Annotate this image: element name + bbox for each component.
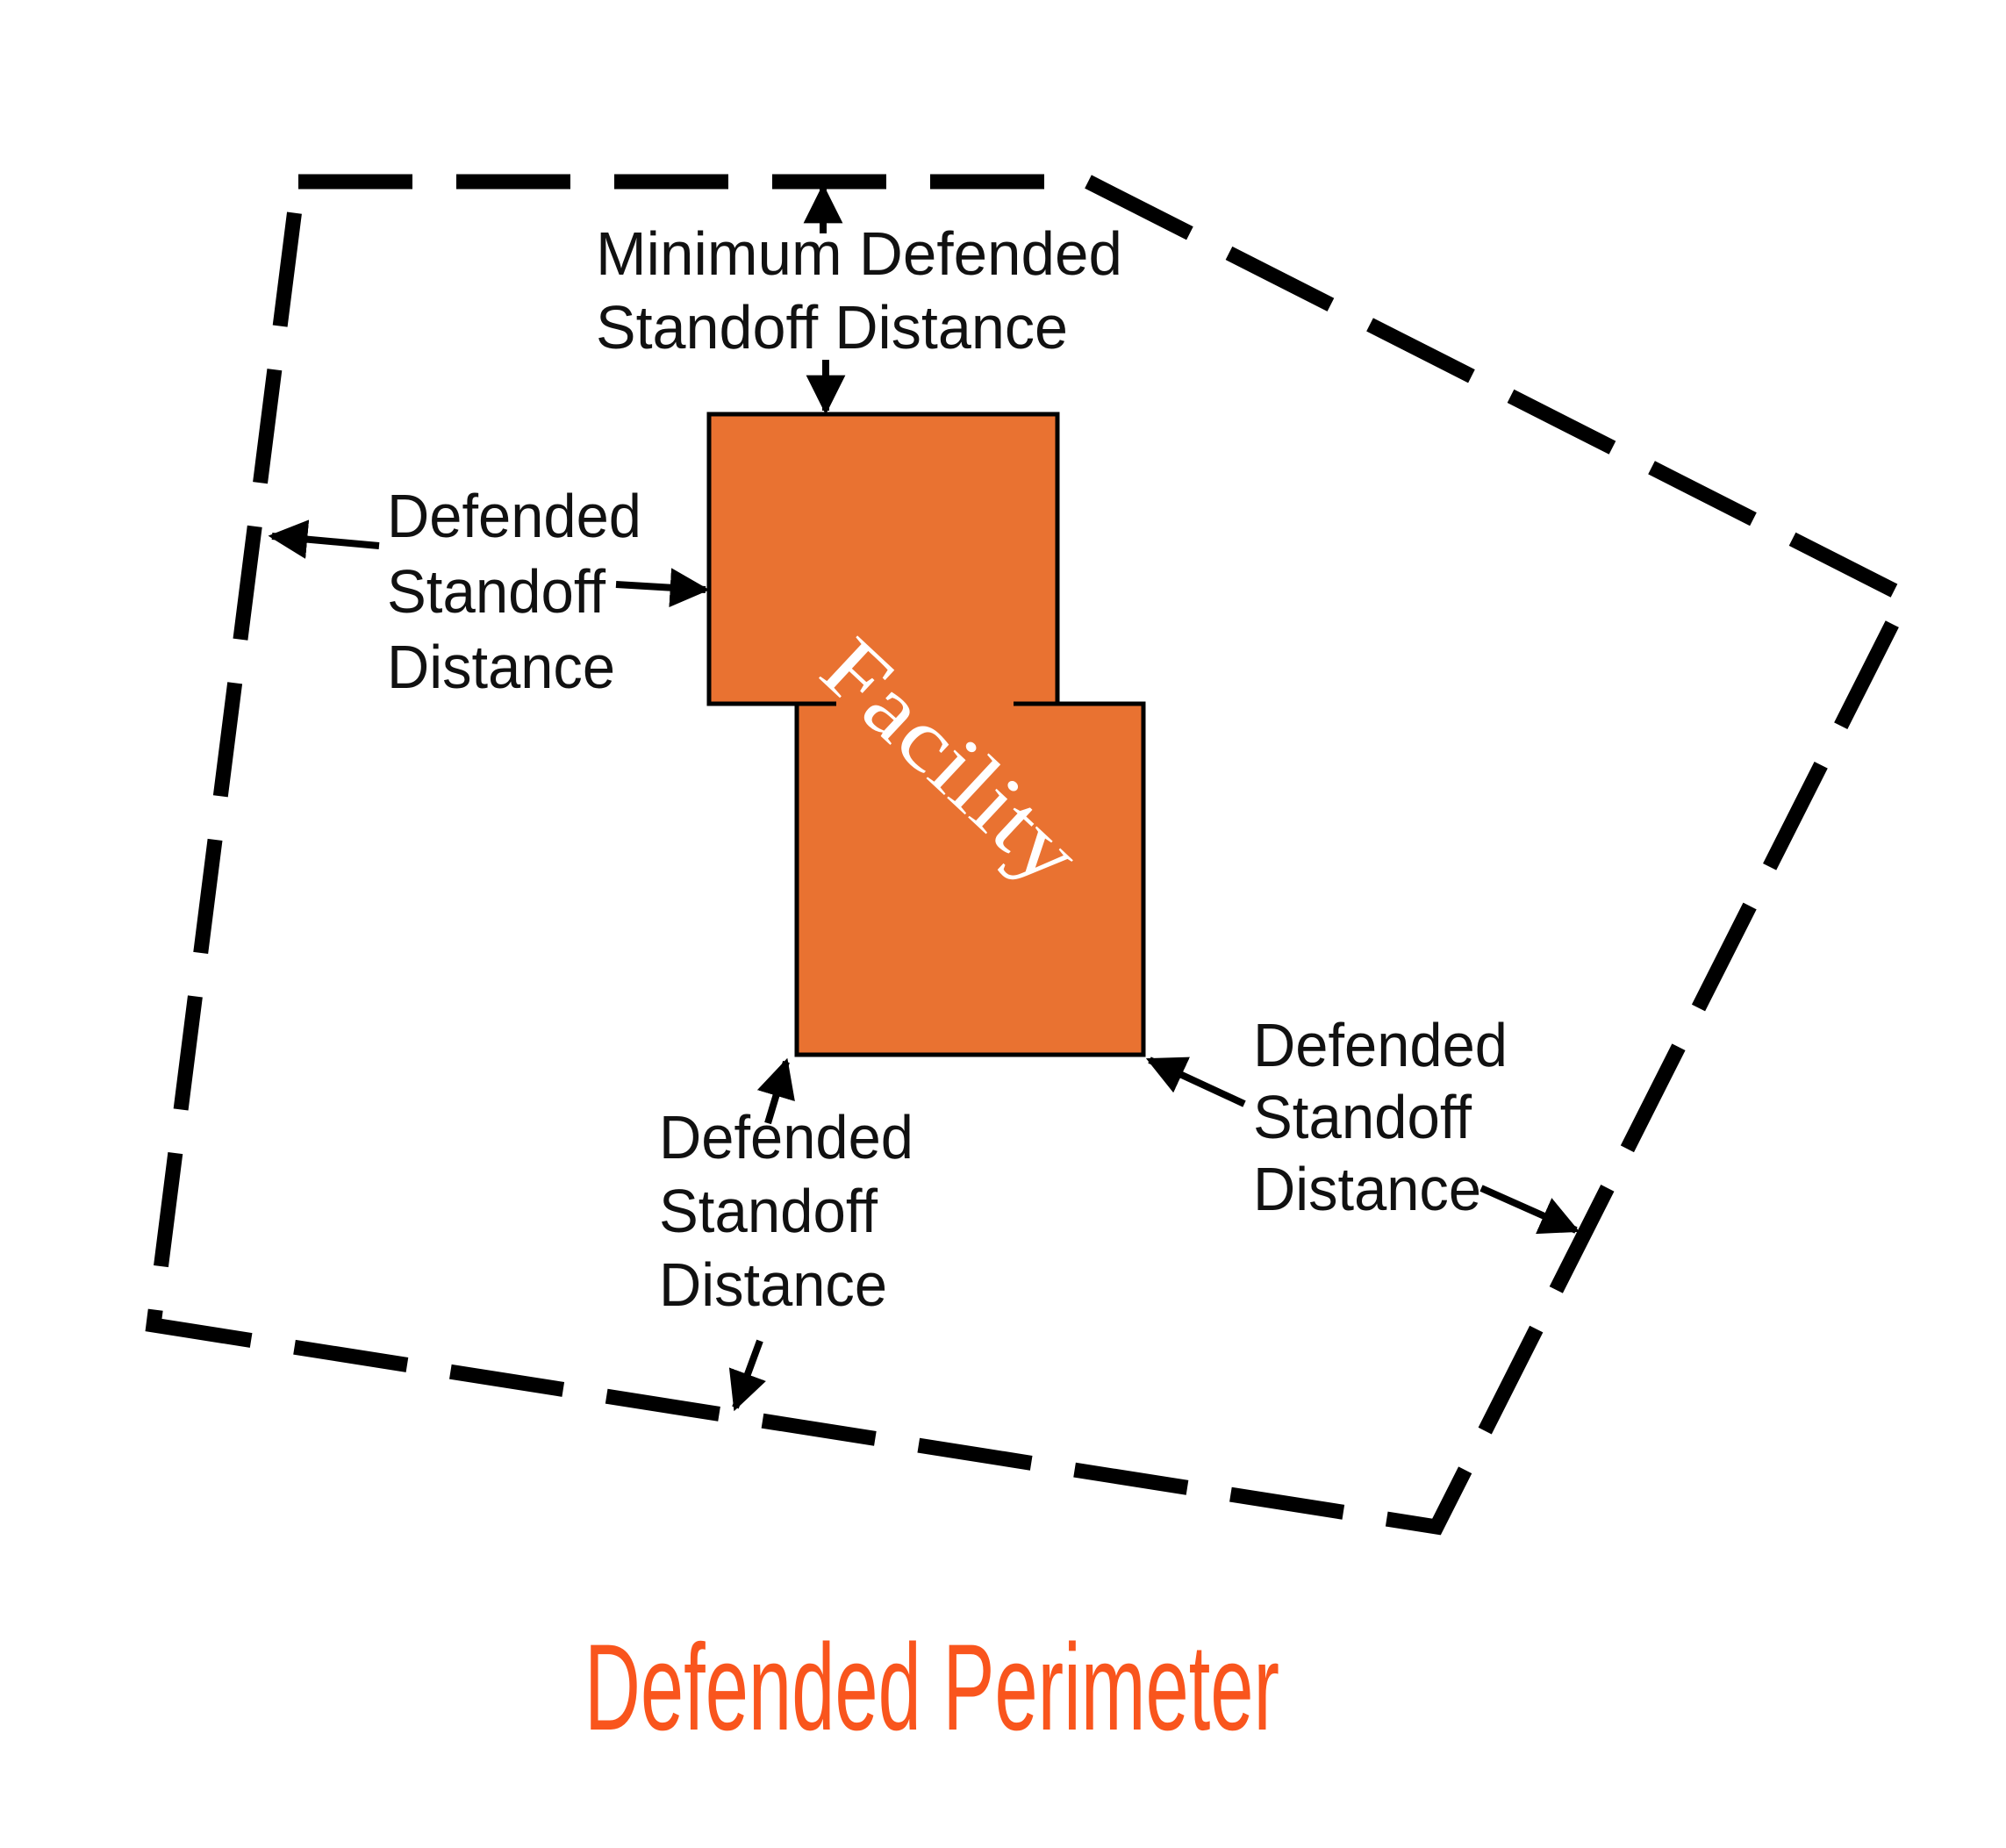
label-bottom-defended-standoff-line1: Defended [659, 1103, 913, 1171]
arrow-bottom-standoff-to-perimeter [728, 1339, 766, 1412]
facility-shape [709, 414, 1143, 1055]
arrow-left-standoff-to-perimeter [268, 519, 380, 559]
label-left-defended-standoff-line2: Standoff [387, 557, 606, 626]
arrow-bottom-standoff-to-facility [756, 1057, 795, 1125]
label-minimum-defended-standoff-line2: Standoff Distance [596, 293, 1068, 362]
defended-perimeter-title: Defended Perimeter [584, 1618, 1279, 1756]
arrow-left-standoff-to-facility [615, 568, 710, 607]
facility-upper-outline [706, 412, 1060, 706]
label-bottom-defended-standoff-line3: Distance [659, 1250, 887, 1319]
label-right-defended-standoff-line3: Distance [1253, 1155, 1481, 1223]
facility-lower-outline [794, 701, 1146, 1057]
defended-perimeter-boundary [145, 174, 1916, 1536]
arrow-right-standoff-to-perimeter [1479, 1185, 1580, 1235]
label-left-defended-standoff-line1: Defended [387, 482, 641, 550]
label-right-defended-standoff-line1: Defended [1253, 1011, 1508, 1079]
label-minimum-defended-standoff-line1: Minimum Defended [596, 219, 1122, 288]
arrow-right-standoff-to-facility [1145, 1057, 1246, 1107]
label-right-defended-standoff-line2: Standoff [1253, 1083, 1472, 1151]
label-bottom-defended-standoff-line2: Standoff [659, 1177, 878, 1245]
label-left-defended-standoff-line3: Distance [387, 633, 615, 701]
